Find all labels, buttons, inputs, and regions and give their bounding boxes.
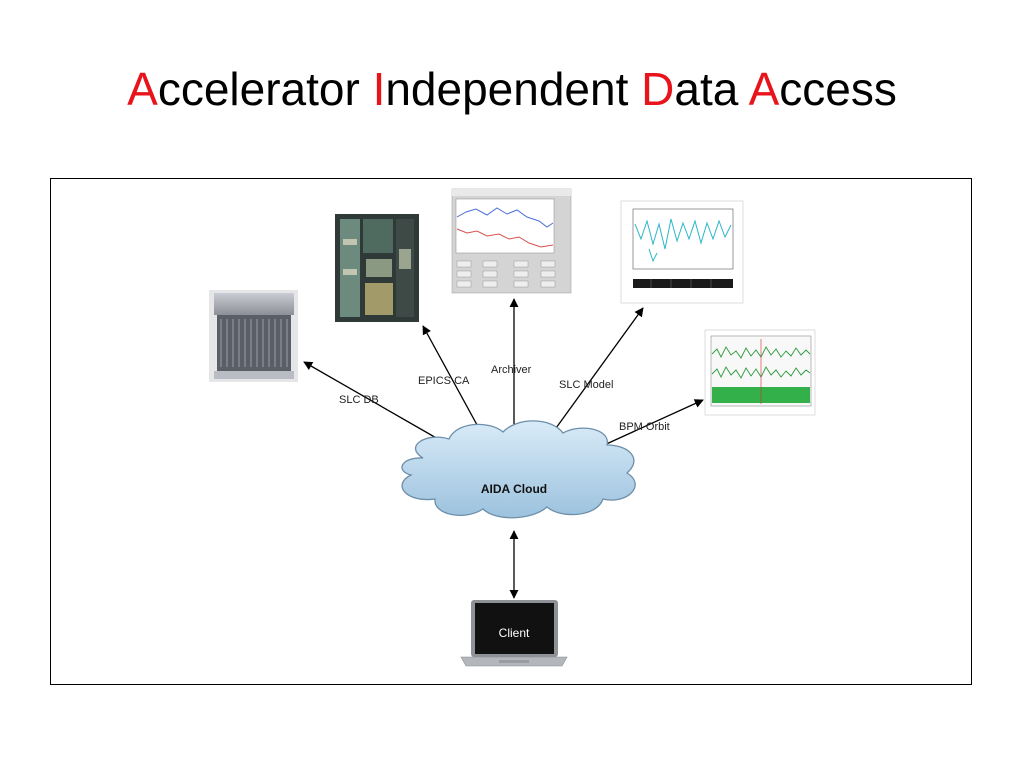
arrow-bpm-orbit xyxy=(590,399,704,452)
epics-ca-rack-image xyxy=(335,214,419,322)
label-epics-ca: EPICS CA xyxy=(418,375,470,387)
client-label: Client xyxy=(499,626,530,640)
bpm-orbit-plot-image xyxy=(704,329,816,416)
slide-title: Accelerator Independent Data Access xyxy=(0,62,1024,116)
title-letter-i: I xyxy=(372,63,386,115)
label-archiver: Archiver xyxy=(491,364,532,376)
title-word-ata: ata xyxy=(674,63,749,115)
label-slc-model: SLC Model xyxy=(559,379,613,391)
title-word-ccess: ccess xyxy=(779,63,897,115)
title-letter-d: D xyxy=(641,63,675,115)
title-word-ndependent: ndependent xyxy=(385,63,642,115)
label-bpm-orbit: BPM Orbit xyxy=(619,421,670,433)
label-slc-db: SLC DB xyxy=(339,394,379,406)
client-laptop: Client xyxy=(460,600,568,667)
title-letter-a2: A xyxy=(748,63,780,115)
architecture-diagram: SLC DB EPICS CA Archiver SLC Model BPM O… xyxy=(209,188,816,667)
archiver-plot-image xyxy=(451,188,572,294)
title-word-ccelerator: ccelerator xyxy=(157,63,373,115)
arrows xyxy=(303,298,704,599)
title-letter-a: A xyxy=(127,63,158,115)
aida-cloud: AIDA Cloud xyxy=(401,420,636,519)
aida-cloud-label: AIDA Cloud xyxy=(481,482,547,496)
slc-model-plot-image xyxy=(620,200,744,304)
arrow-slc-model xyxy=(542,307,644,447)
diagram-frame: SLC DB EPICS CA Archiver SLC Model BPM O… xyxy=(50,178,972,685)
slc-db-crate-image xyxy=(209,290,298,382)
